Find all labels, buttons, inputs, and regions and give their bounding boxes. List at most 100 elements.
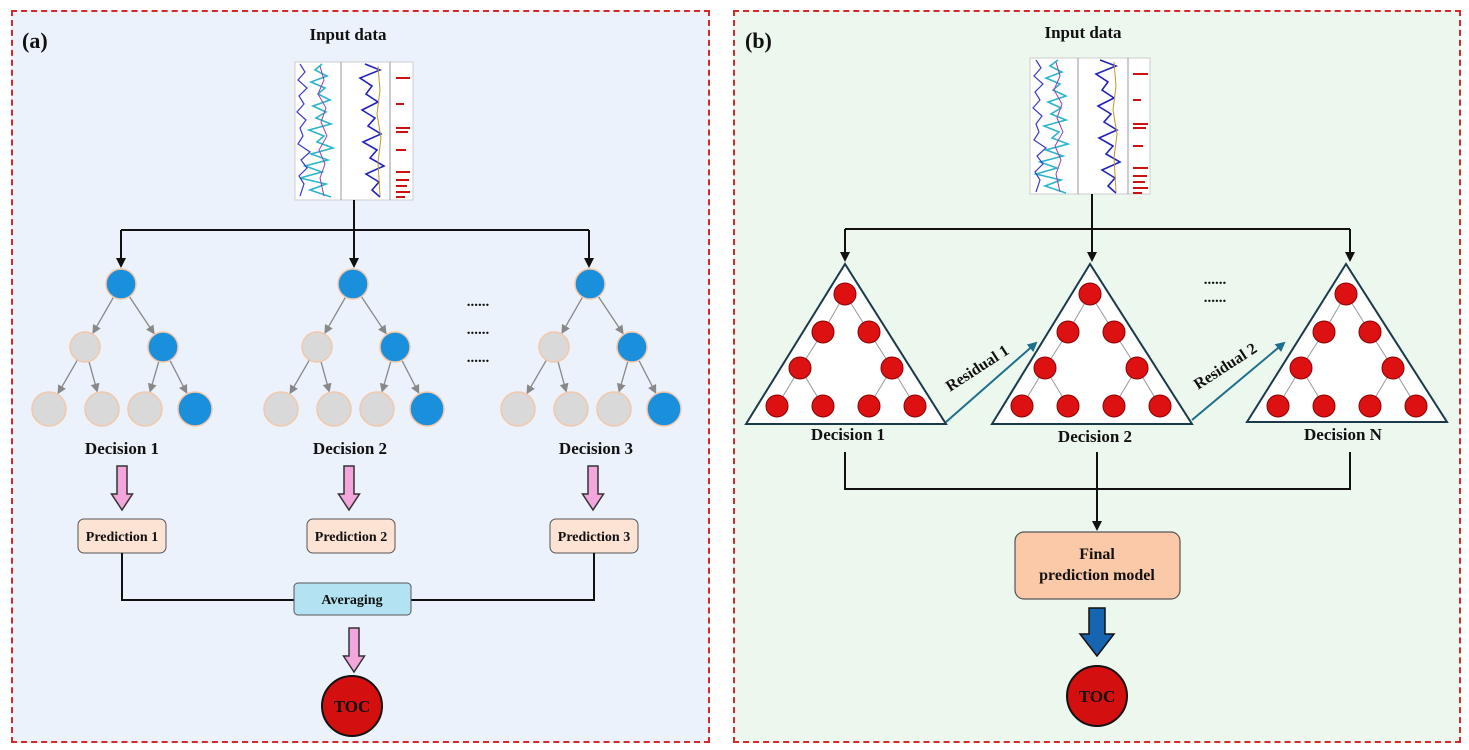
tree-node-active (574, 268, 606, 300)
panel-a-input-title: Input data (309, 25, 387, 44)
tree-node-active (409, 391, 445, 427)
input-distribution-lines (116, 200, 594, 268)
tree-edge (401, 360, 420, 394)
decision-label-2: Decision 2 (313, 439, 387, 458)
pink-down-arrow (337, 465, 361, 512)
tree-triangle (744, 262, 948, 425)
input-data-image (294, 61, 414, 201)
tree-node-inactive (301, 331, 333, 363)
tree-node (833, 282, 857, 306)
tree-node (903, 394, 927, 418)
panel-a-label: (a) (22, 28, 48, 53)
boosting-trees (744, 262, 1449, 425)
svg-text:Final: Final (1079, 546, 1115, 563)
svg-text:prediction model: prediction model (1039, 567, 1155, 584)
ellipsis: ...... (1204, 272, 1227, 288)
tree-node-inactive (596, 391, 632, 427)
prediction-box-1: Prediction 1 (77, 518, 167, 554)
ellipsis: ...... (467, 322, 490, 338)
decision-label-2: Decision 2 (1058, 427, 1132, 446)
averaging-connectors (121, 553, 595, 601)
decision-label-3: Decision 3 (559, 439, 633, 458)
decision-tree (263, 268, 445, 427)
tree-node (1266, 394, 1290, 418)
tree-edge (360, 296, 387, 335)
tree-edge (289, 359, 311, 395)
tree-node (1078, 282, 1102, 306)
pink-down-arrows (110, 465, 605, 674)
prediction-box-3: Prediction 3 (549, 518, 639, 554)
tree-node (1358, 320, 1382, 344)
tree-node (1102, 394, 1126, 418)
tree-node (765, 394, 789, 418)
svg-text:Prediction 1: Prediction 1 (86, 530, 158, 545)
boosting-tree (744, 262, 948, 425)
tree-node (1125, 356, 1149, 380)
tree-node (811, 394, 835, 418)
tree-node (1289, 356, 1313, 380)
tree-node-inactive (127, 391, 163, 427)
random-forest-trees (31, 268, 682, 427)
svg-text:TOC: TOC (334, 697, 371, 716)
toc-output-b: TOC (1066, 665, 1128, 727)
tree-node-active (337, 268, 369, 300)
ellipsis: ...... (1204, 290, 1227, 306)
tree-node (1033, 356, 1057, 380)
tree-node-active (616, 331, 648, 363)
tree-node-active (379, 331, 411, 363)
tree-edge (169, 360, 188, 394)
tree-node (1056, 320, 1080, 344)
residual-arrow-2 (1191, 341, 1286, 421)
tree-node-active (105, 268, 137, 300)
panel-b-input-title: Input data (1044, 23, 1122, 42)
tree-node-inactive (538, 331, 570, 363)
tree-triangle (1245, 262, 1449, 423)
tree-node-active (147, 331, 179, 363)
boosting-tree (990, 262, 1194, 425)
tree-node (1334, 282, 1358, 306)
residual-arrow-1 (945, 341, 1038, 423)
boosting-tree (1245, 262, 1449, 423)
averaging-box: Averaging (293, 582, 412, 616)
tree-node (1312, 320, 1336, 344)
svg-text:TOC: TOC (1079, 687, 1116, 706)
tree-node-inactive (359, 391, 395, 427)
tree-edge (616, 361, 629, 393)
tree-node (1102, 320, 1126, 344)
ellipsis: ...... (467, 350, 490, 366)
decision-tree (31, 268, 213, 427)
tree-edge (92, 296, 115, 334)
tree-node-inactive (316, 391, 352, 427)
pink-down-arrow (110, 465, 134, 512)
input-data-image (1029, 57, 1151, 195)
tree-node-active (177, 391, 213, 427)
tree-edge (88, 361, 100, 393)
ellipsis: ...... (467, 294, 490, 310)
toc-output-a: TOC (321, 675, 383, 737)
tree-edge (324, 296, 347, 334)
tree-node (1056, 394, 1080, 418)
decision-tree (500, 268, 682, 427)
tree-node (788, 356, 812, 380)
residual-label-2: Residual 2 (1191, 340, 1260, 393)
final-prediction-model-box: Final prediction model (1014, 531, 1181, 600)
tree-node-active (646, 391, 682, 427)
tree-node (1010, 394, 1034, 418)
tree-edge (379, 361, 392, 393)
tree-node-inactive (69, 331, 101, 363)
tree-node (811, 320, 835, 344)
tree-node (857, 320, 881, 344)
tree-edge (128, 296, 155, 335)
combine-connectors (844, 452, 1351, 531)
tree-edge (320, 361, 332, 393)
tree-edge (147, 361, 160, 393)
prediction-box-2: Prediction 2 (306, 518, 396, 554)
decision-label-n: Decision N (1304, 425, 1383, 444)
svg-text:Averaging: Averaging (321, 593, 382, 608)
tree-edge (57, 359, 79, 395)
tree-node (1404, 394, 1428, 418)
tree-node-inactive (263, 391, 299, 427)
tree-node (857, 394, 881, 418)
tree-node-inactive (31, 391, 67, 427)
